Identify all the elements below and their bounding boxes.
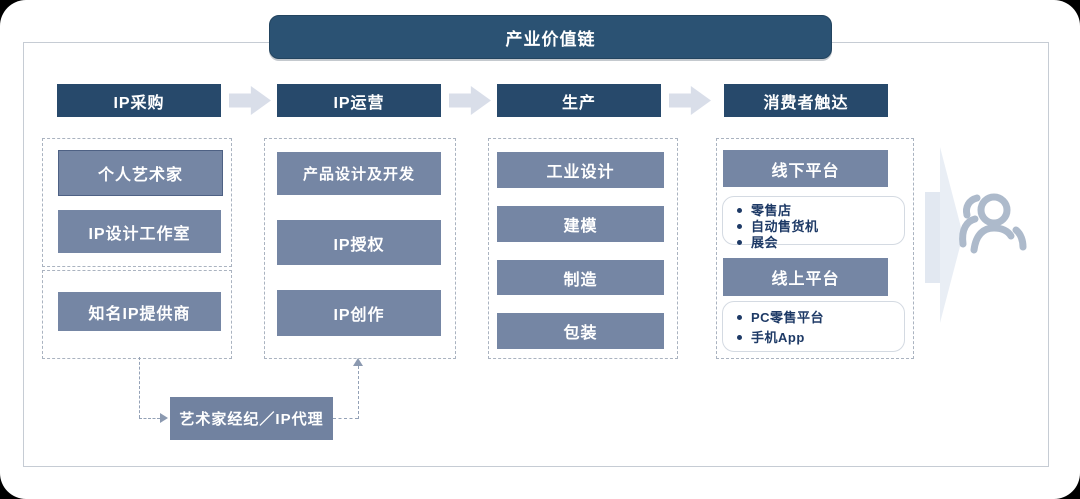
bullet-icon <box>737 224 742 229</box>
node-industrial-design: 工业设计 <box>497 152 664 188</box>
group-ip-providers <box>42 270 232 359</box>
node-individual-artist: 个人艺术家 <box>58 150 223 196</box>
stage-header-ip-procurement: IP采购 <box>57 84 221 117</box>
node-manufacturing: 制造 <box>497 260 664 295</box>
list-item: 零售店 <box>737 203 894 218</box>
list-item: 展会 <box>737 235 894 250</box>
stage-header-production: 生产 <box>497 84 661 117</box>
channel-label: 手机App <box>751 330 805 345</box>
stage-header-consumer-reach: 消费者触达 <box>724 84 888 117</box>
node-ip-licensing: IP授权 <box>277 220 441 265</box>
bullet-icon <box>737 335 742 340</box>
node-offline-platform: 线下平台 <box>723 150 888 187</box>
stage-header-ip-operation: IP运营 <box>277 84 441 117</box>
connector-line <box>139 357 140 418</box>
online-channel-list: PC零售平台 手机App <box>722 301 905 352</box>
node-famous-ip-provider: 知名IP提供商 <box>58 292 221 331</box>
connector-arrowhead-right <box>160 413 168 423</box>
channel-label: 展会 <box>751 235 779 250</box>
group-consumer-reach <box>716 138 914 359</box>
node-product-design-dev: 产品设计及开发 <box>277 152 441 195</box>
node-ip-creation: IP创作 <box>277 290 441 336</box>
bullet-icon <box>737 208 742 213</box>
node-online-platform: 线上平台 <box>723 258 888 296</box>
bullet-icon <box>737 240 742 245</box>
list-item: 手机App <box>737 328 894 347</box>
diagram-title: 产业价值链 <box>269 15 832 59</box>
connector-line <box>333 418 358 419</box>
node-artist-agency-ip-agent: 艺术家经纪／IP代理 <box>170 397 333 440</box>
group-artists <box>42 138 232 267</box>
people-icon <box>959 193 1027 254</box>
channel-label: 零售店 <box>751 203 792 218</box>
node-modeling: 建模 <box>497 206 664 242</box>
list-item: 自动售货机 <box>737 219 894 234</box>
list-item: PC零售平台 <box>737 308 894 327</box>
offline-channel-list: 零售店 自动售货机 展会 <box>722 196 905 250</box>
channel-label: 自动售货机 <box>751 219 819 234</box>
chevron-right-shape <box>925 192 940 283</box>
node-packaging: 包装 <box>497 313 664 349</box>
channel-label: PC零售平台 <box>751 310 825 325</box>
connector-line <box>139 418 160 419</box>
node-ip-design-studio: IP设计工作室 <box>58 210 221 253</box>
connector-line <box>358 366 359 419</box>
connector-arrowhead-up <box>353 358 363 366</box>
group-production <box>488 138 678 359</box>
bullet-icon <box>737 315 742 320</box>
